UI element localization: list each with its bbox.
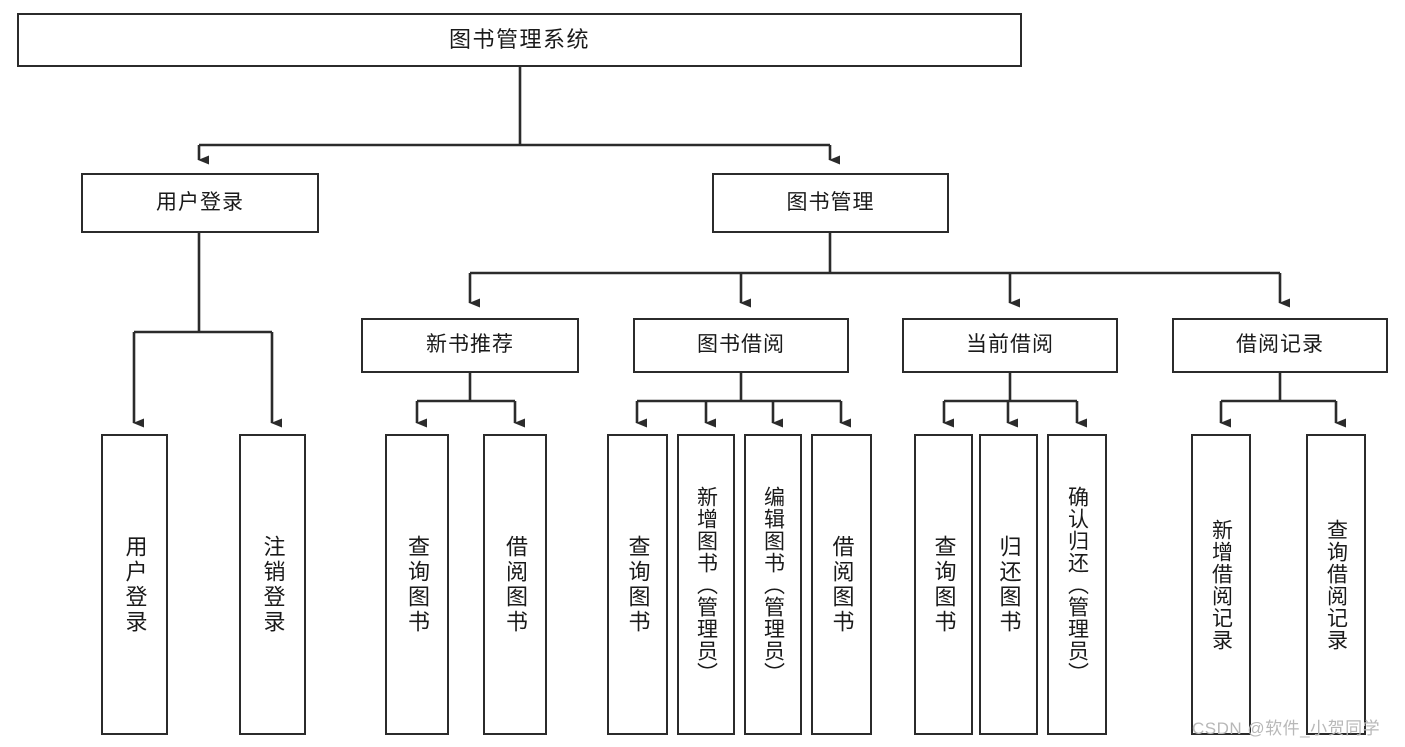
node-leaf-borrow-book-1[interactable]: 借阅图书	[483, 434, 547, 735]
node-leaf-edit-book[interactable]: 编辑图书（管理员）	[744, 434, 802, 735]
node-label: 注销登录	[260, 534, 286, 635]
csdn-watermark: CSDN @软件_小贺同学	[1192, 719, 1381, 738]
node-label: 图书借阅	[697, 333, 785, 357]
node-leaf-add-book[interactable]: 新增图书（管理员）	[677, 434, 735, 735]
node-label: 查询借阅记录	[1324, 518, 1348, 651]
node-book-borrow[interactable]: 图书借阅	[633, 318, 849, 373]
node-leaf-confirm-return[interactable]: 确认归还（管理员）	[1047, 434, 1107, 735]
node-current-borrow[interactable]: 当前借阅	[902, 318, 1118, 373]
node-book-manage[interactable]: 图书管理	[712, 173, 949, 233]
node-label: 查询图书	[405, 534, 430, 635]
node-leaf-add-record[interactable]: 新增借阅记录	[1191, 434, 1251, 735]
node-label: 当前借阅	[966, 333, 1054, 357]
node-label: 图书管理	[786, 190, 875, 214]
node-leaf-borrow-book-2[interactable]: 借阅图书	[811, 434, 872, 735]
node-leaf-query-book-2[interactable]: 查询图书	[607, 434, 668, 735]
node-label: 查询图书	[625, 534, 651, 635]
node-label: 借阅图书	[829, 534, 855, 635]
node-leaf-return-book[interactable]: 归还图书	[979, 434, 1038, 735]
node-leaf-query-book-1[interactable]: 查询图书	[385, 434, 449, 735]
node-label: 编辑图书（管理员）	[761, 485, 785, 684]
node-leaf-query-record[interactable]: 查询借阅记录	[1306, 434, 1366, 735]
node-leaf-query-book-3[interactable]: 查询图书	[914, 434, 973, 735]
node-label: 图书管理系统	[448, 26, 590, 52]
node-user-login[interactable]: 用户登录	[81, 173, 319, 233]
node-label: 查询图书	[931, 534, 957, 635]
node-label: 用户登录	[156, 190, 244, 214]
node-label: 新书推荐	[426, 333, 514, 357]
node-label: 用户登录	[122, 534, 148, 635]
node-label: 借阅记录	[1236, 333, 1324, 357]
node-label: 确认归还（管理员）	[1065, 485, 1089, 684]
node-borrow-record[interactable]: 借阅记录	[1172, 318, 1388, 373]
node-label: 新增图书（管理员）	[694, 485, 718, 684]
node-label: 归还图书	[996, 534, 1022, 635]
node-new-book-recommend[interactable]: 新书推荐	[361, 318, 579, 373]
node-label: 新增借阅记录	[1209, 518, 1233, 651]
node-root-book-management-system[interactable]: 图书管理系统	[17, 13, 1022, 67]
node-label: 借阅图书	[503, 534, 528, 635]
node-leaf-user-login[interactable]: 用户登录	[101, 434, 168, 735]
node-leaf-user-logout[interactable]: 注销登录	[239, 434, 306, 735]
